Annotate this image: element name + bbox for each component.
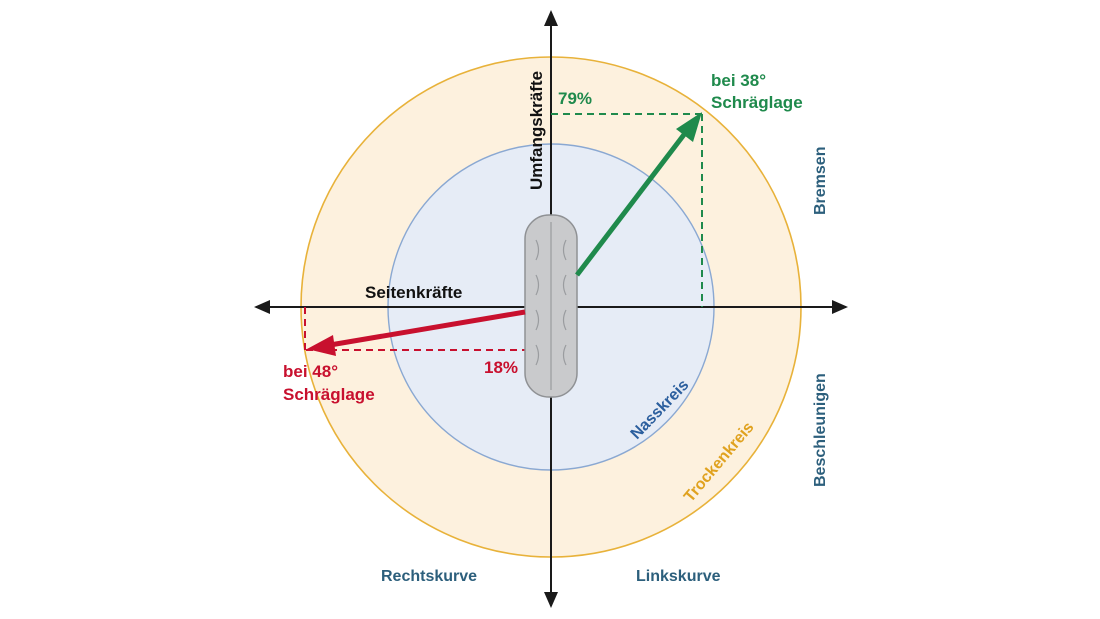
linkskurve-label: Linkskurve xyxy=(636,568,721,585)
red-vector-label-line1: bei 48° xyxy=(283,362,338,381)
axis-arrow-top xyxy=(544,10,558,26)
red-vector xyxy=(307,309,526,356)
green-vector xyxy=(575,112,702,277)
vertical-axis-label: Umfangskräfte xyxy=(527,71,546,190)
green-percent-label: 79% xyxy=(558,89,592,108)
axis-arrow-left xyxy=(254,300,270,314)
beschleunigen-label: Beschleunigen xyxy=(812,373,829,487)
green-vector-label-line2: Schräglage xyxy=(711,93,803,112)
axis-arrow-bottom xyxy=(544,592,558,608)
red-percent-label: 18% xyxy=(484,358,518,377)
horizontal-axis-label: Seitenkräfte xyxy=(365,283,462,302)
tire-icon xyxy=(524,214,578,398)
green-vector-label-line1: bei 38° xyxy=(711,71,766,90)
axis-arrow-right xyxy=(832,300,848,314)
rechtskurve-label: Rechtskurve xyxy=(381,568,477,585)
bremsen-label: Bremsen xyxy=(812,147,829,215)
red-vector-label-line2: Schräglage xyxy=(283,385,375,404)
